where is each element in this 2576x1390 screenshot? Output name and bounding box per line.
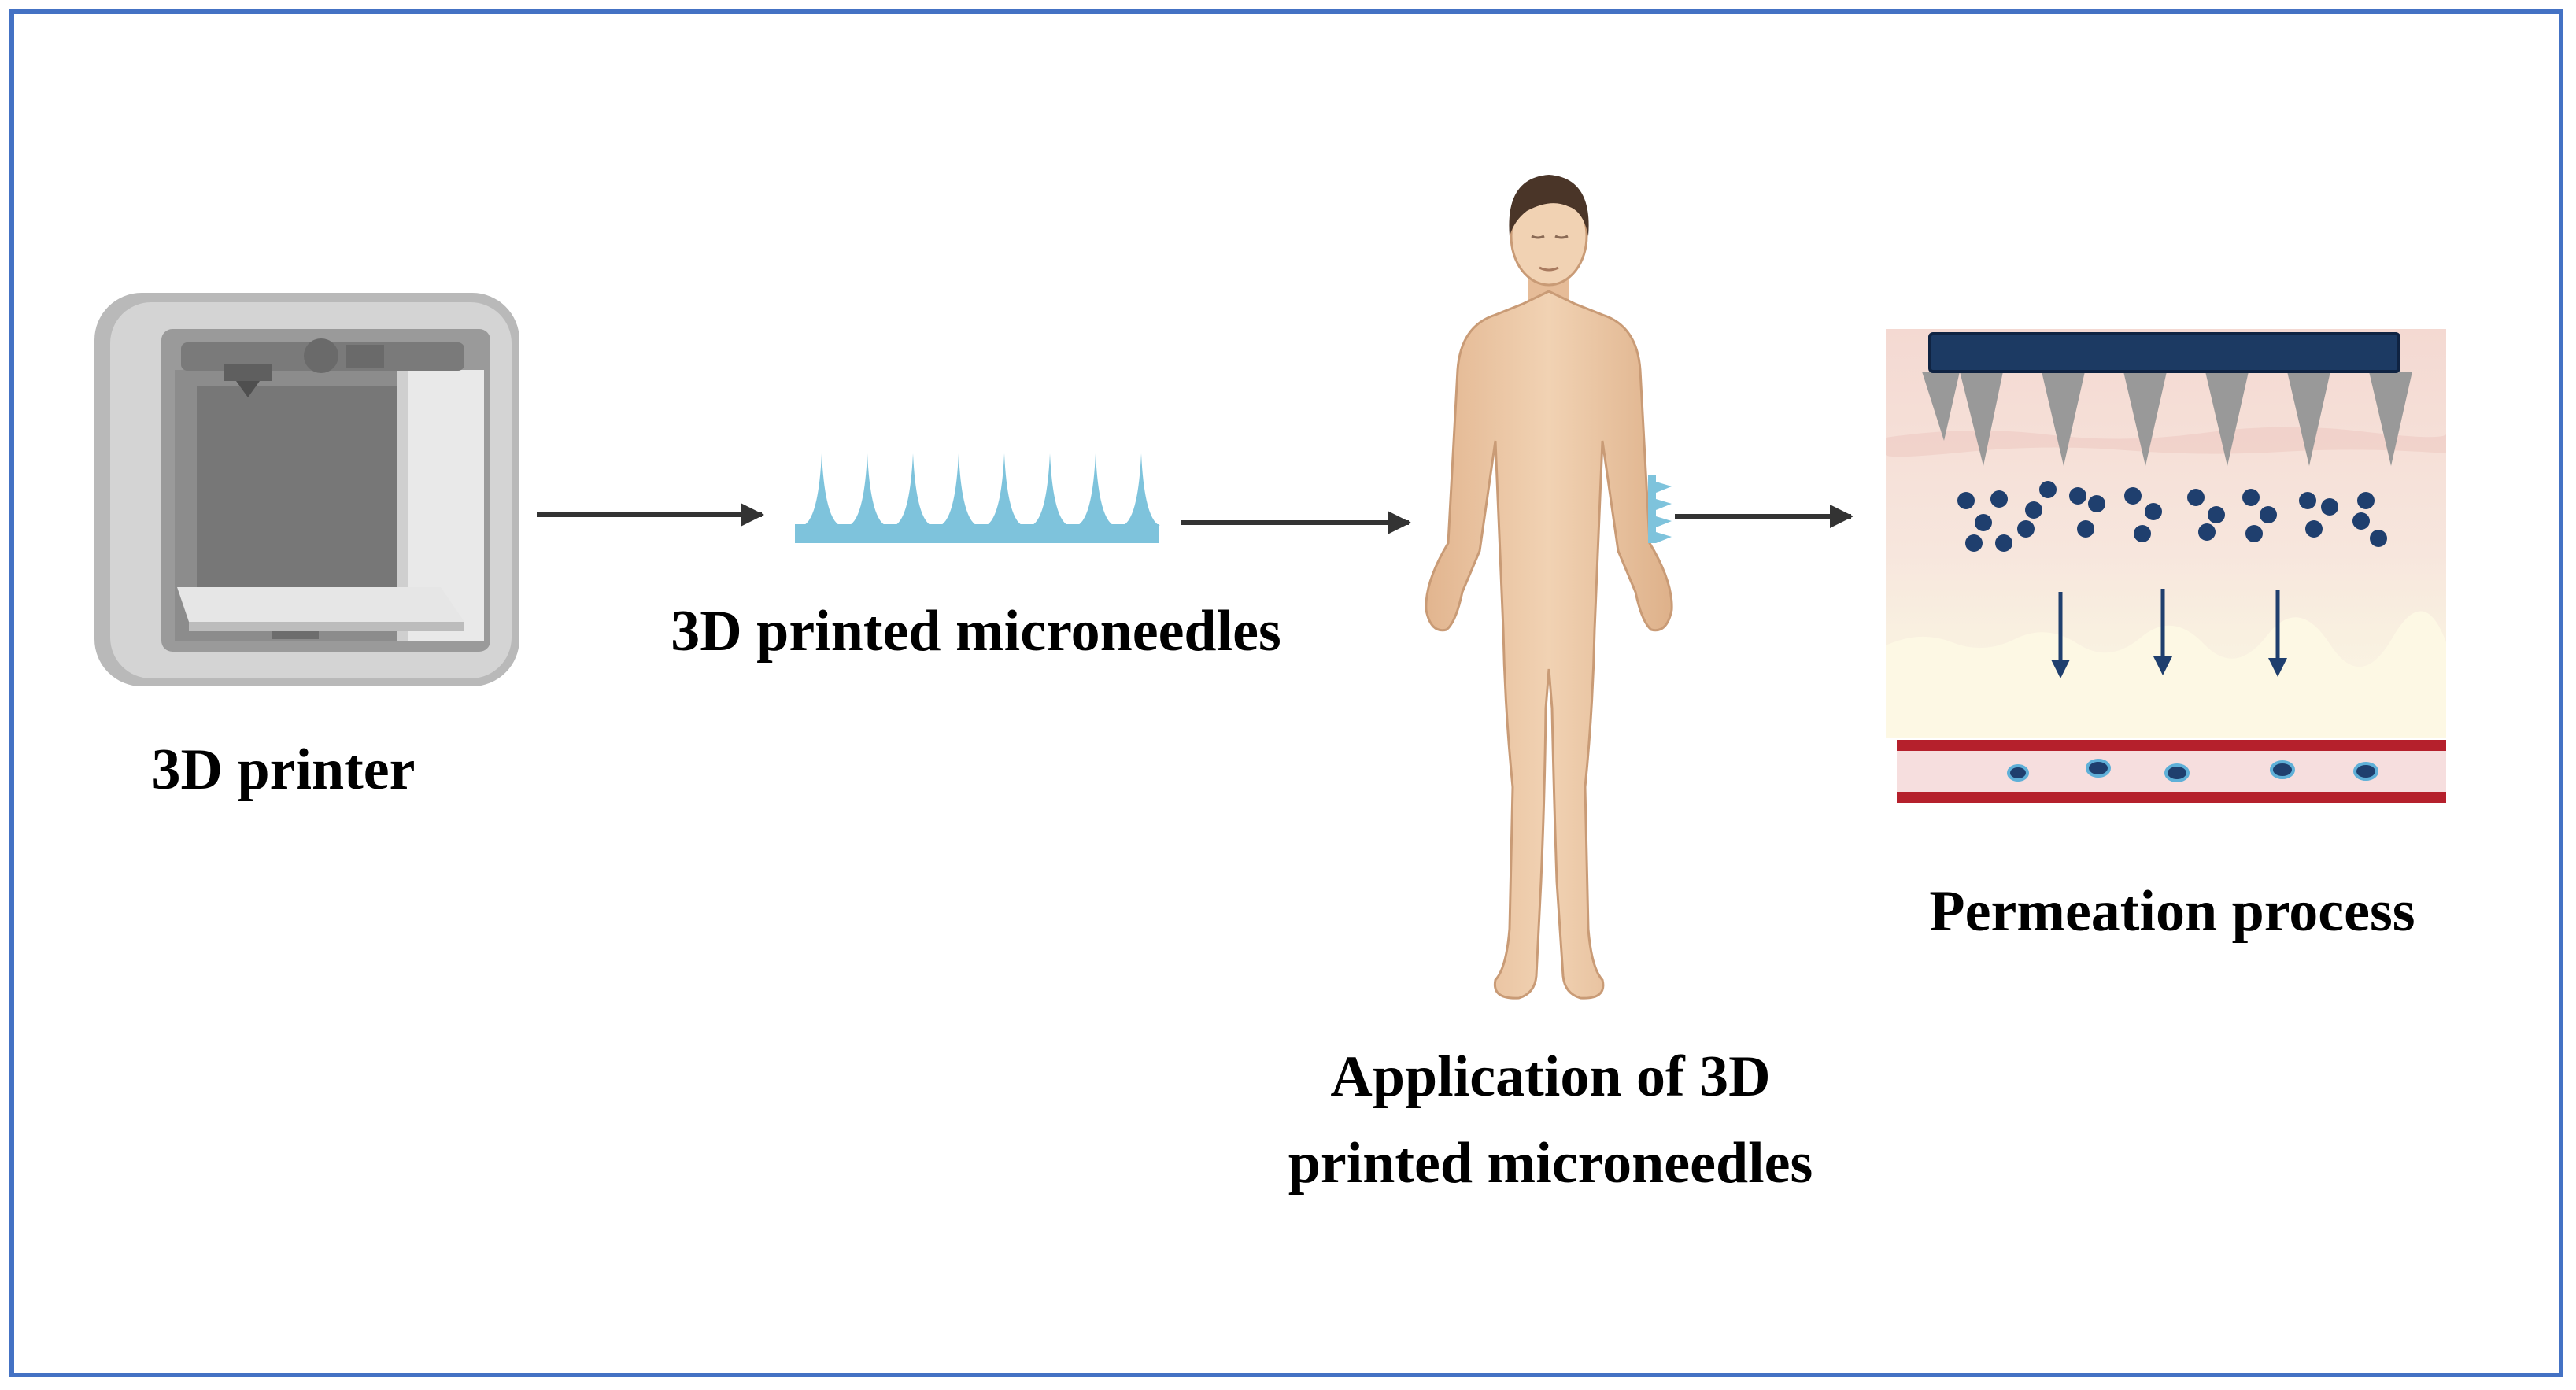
human-body-icon [1425,175,1673,1000]
label-3d-printed-microneedles: 3D printed microneedles [671,599,1281,664]
label-application-line-2: printed microneedles [1288,1131,1813,1196]
3d-printer-icon [94,293,519,686]
skin-permeation-icon [1886,329,2446,803]
microneedle-array-icon [795,453,1160,543]
label-3d-printer: 3D printer [151,738,416,802]
label-permeation-process: Permeation process [1929,879,2415,944]
label-application-line-1: Application of 3D [1330,1044,1771,1109]
